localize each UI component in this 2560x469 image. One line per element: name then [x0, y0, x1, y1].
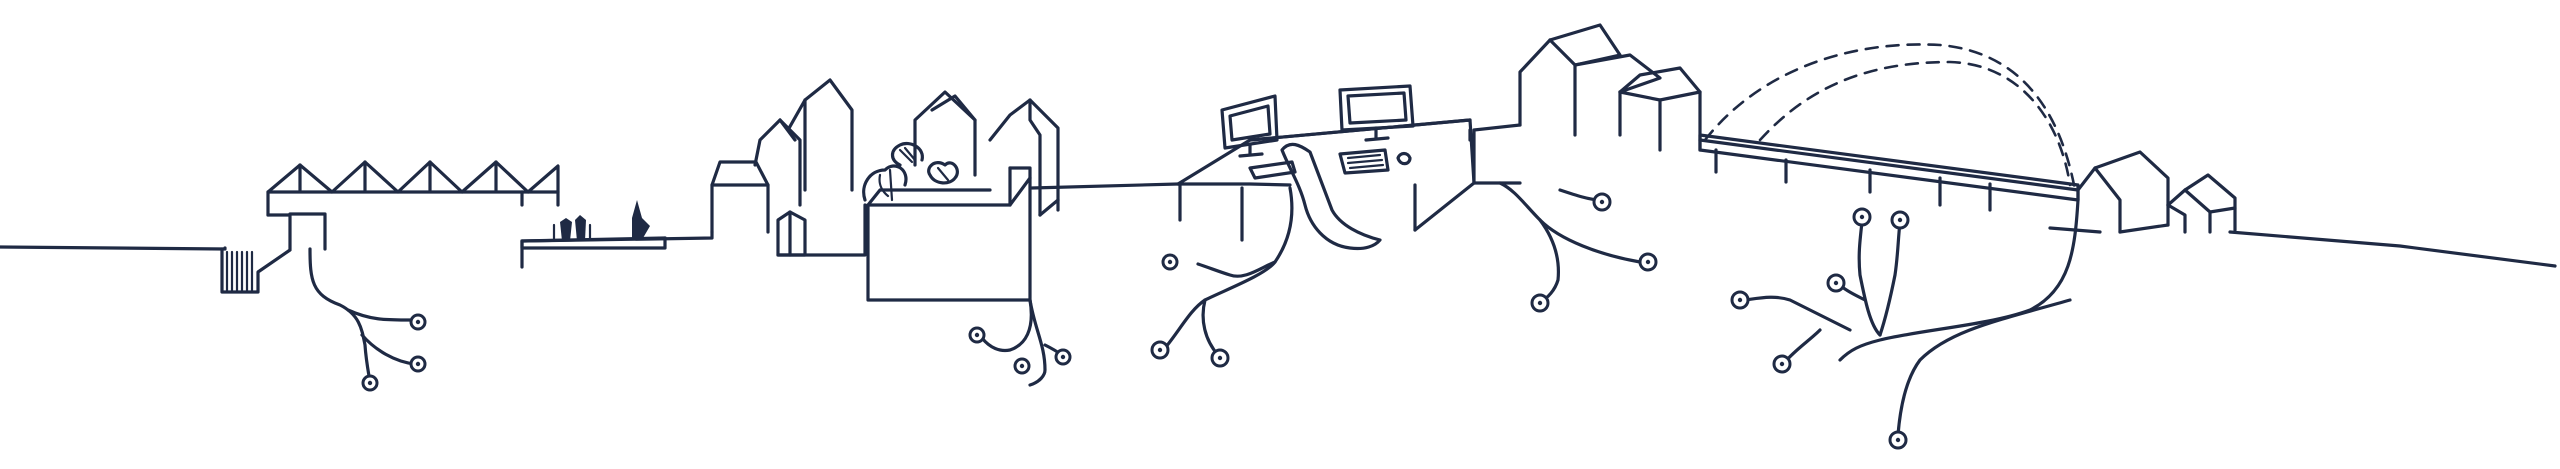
root-network-icon — [308, 247, 427, 392]
root-network-icon — [1150, 186, 1294, 368]
houses-icon — [710, 78, 1060, 302]
houses-icon — [1472, 23, 1702, 185]
bridge-icon — [1698, 43, 2080, 212]
houses-icon — [2076, 150, 2237, 234]
root-network-icon — [968, 298, 1072, 387]
ground-line — [0, 181, 2557, 269]
root-network-icon — [1498, 181, 1658, 313]
root-network-icon — [1730, 198, 2080, 450]
factory-icon — [220, 160, 667, 294]
computer-desk-icon — [1176, 84, 1476, 251]
